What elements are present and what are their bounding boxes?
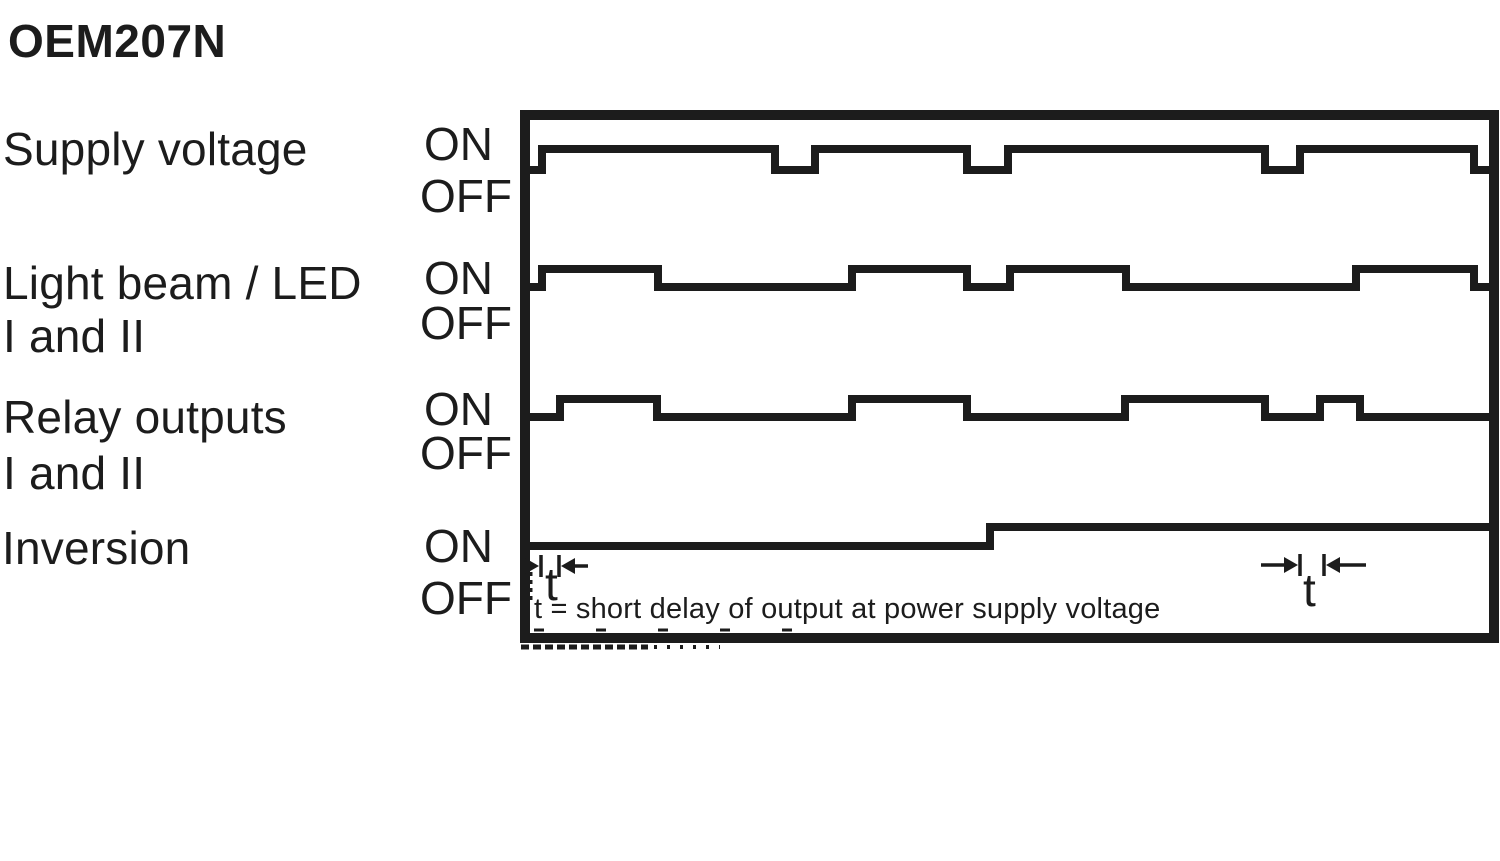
inversion-on-label: ON — [424, 520, 493, 572]
row-light-beam-label-line1: Light beam / LED — [3, 257, 362, 309]
waveform-3 — [524, 523, 1490, 550]
delay-marker-1-arrowhead-right — [1326, 557, 1340, 573]
delay-t-symbol-right: t — [1303, 564, 1316, 616]
delay-marker-0-arrowhead-left — [525, 558, 539, 574]
row-light-beam-label-line2: I and II — [3, 310, 146, 362]
delay-footnote: t = short delay of output at power suppl… — [534, 593, 1161, 625]
page-title: OEM207N — [8, 15, 227, 67]
delay-marker-0-arrowhead-right — [561, 558, 575, 574]
diagram-frame — [520, 110, 1499, 643]
relay-off-label: OFF — [420, 427, 512, 479]
supply-off-label: OFF — [420, 170, 512, 222]
waveform-0 — [524, 145, 1490, 174]
row-supply-voltage-label: Supply voltage — [3, 123, 308, 175]
waveform-2 — [524, 395, 1490, 421]
delay-t-symbol-left: t — [545, 558, 558, 610]
inversion-off-label: OFF — [420, 572, 512, 624]
light-beam-on-label: ON — [424, 252, 493, 304]
row-relay-outputs-label-line1: Relay outputs — [3, 391, 287, 443]
light-beam-off-label: OFF — [420, 297, 512, 349]
row-relay-outputs-label-line2: I and II — [3, 447, 146, 499]
relay-on-label: ON — [424, 383, 493, 435]
scan-artifacts — [521, 572, 840, 650]
supply-on-label: ON — [424, 118, 493, 170]
waveform-1 — [524, 265, 1490, 291]
delay-marker-1-arrowhead-left — [1284, 557, 1298, 573]
row-inversion-label: Inversion — [2, 522, 191, 574]
